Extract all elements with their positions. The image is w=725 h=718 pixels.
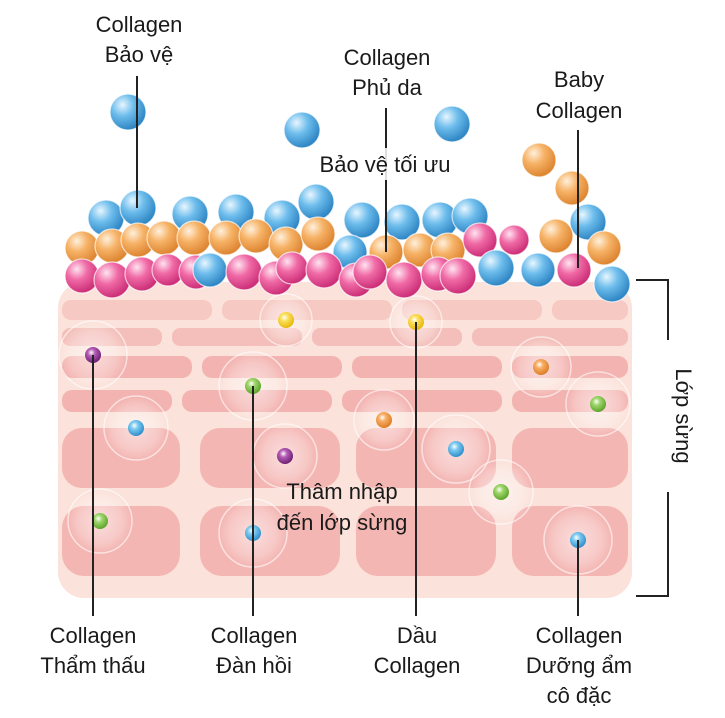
label-baby-collagen-1: Baby: [554, 67, 604, 92]
label-dau-collagen-1: Dầu: [397, 623, 437, 648]
collagen-sphere: [305, 251, 343, 289]
label-dau-collagen-2: Collagen: [374, 653, 461, 678]
label-collagen-bao-ve-2: Bảo vệ: [105, 42, 174, 67]
collagen-sphere: [556, 252, 592, 288]
collagen-sphere: [192, 252, 228, 288]
collagen-sphere: [554, 170, 590, 206]
skin-cell: [552, 300, 628, 320]
collagen-sphere: [439, 257, 477, 295]
collagen-sphere: [238, 218, 274, 254]
collagen-sphere: [300, 216, 336, 252]
label-collagen-dan-hoi-1: Collagen: [211, 623, 298, 648]
collagen-sphere: [521, 142, 557, 178]
collagen-spheres: [64, 93, 631, 303]
collagen-sphere: [352, 254, 388, 290]
labels: Collagen Bảo vệ Collagen Phủ da Bảo vệ t…: [40, 12, 696, 708]
collagen-sphere: [297, 183, 335, 221]
label-collagen-duong-am-3: cô đặc: [547, 683, 612, 708]
label-baby-collagen-2: Collagen: [536, 98, 623, 123]
collagen-particle: [376, 412, 392, 428]
label-tham-nhap-1: Thâm nhập: [286, 479, 397, 504]
label-lop-sung: Lớp sừng: [671, 368, 696, 463]
label-collagen-bao-ve-1: Collagen: [96, 12, 183, 37]
label-collagen-tham-thau-2: Thẩm thấu: [40, 653, 145, 678]
leader-lines: [92, 76, 669, 616]
collagen-sphere: [593, 265, 631, 303]
collagen-sphere: [275, 251, 309, 285]
collagen-sphere: [520, 252, 556, 288]
collagen-sphere: [477, 249, 515, 287]
label-bao-ve-toi-uu: Bảo vệ tối ưu: [320, 152, 451, 177]
label-bg-bao-ve-toi-uu: [296, 148, 474, 180]
label-collagen-duong-am-1: Collagen: [536, 623, 623, 648]
collagen-sphere: [385, 261, 423, 299]
collagen-sphere: [109, 93, 147, 131]
collagen-sphere: [383, 203, 421, 241]
collagen-sphere: [538, 218, 574, 254]
collagen-sphere: [462, 222, 498, 258]
collagen-particle: [448, 441, 464, 457]
collagen-sphere: [176, 220, 212, 256]
skin-cell: [472, 328, 628, 346]
collagen-sphere: [225, 253, 263, 291]
collagen-particle: [92, 513, 108, 529]
collagen-sphere: [343, 201, 381, 239]
label-collagen-dan-hoi-2: Đàn hồi: [216, 653, 292, 678]
collagen-sphere: [586, 230, 622, 266]
label-collagen-phu-da-2: Phủ da: [352, 75, 422, 100]
skin-cell: [356, 506, 496, 576]
skin-cell: [62, 300, 212, 320]
collagen-particle: [493, 484, 509, 500]
collagen-particle: [590, 396, 606, 412]
label-tham-nhap-2: đến lớp sừng: [277, 510, 408, 535]
bracket-lop-sung: [636, 279, 669, 340]
collagen-sphere: [433, 105, 471, 143]
skin-cell: [352, 356, 502, 378]
collagen-sphere: [498, 224, 530, 256]
collagen-particle: [278, 312, 294, 328]
collagen-particle: [277, 448, 293, 464]
collagen-sphere: [146, 220, 182, 256]
label-collagen-tham-thau-1: Collagen: [50, 623, 137, 648]
collagen-sphere: [93, 261, 131, 299]
label-collagen-phu-da-1: Collagen: [344, 45, 431, 70]
collagen-particle: [128, 420, 144, 436]
collagen-sphere: [208, 220, 244, 256]
collagen-sphere: [283, 111, 321, 149]
collagen-particle: [533, 359, 549, 375]
skin-cell: [512, 428, 628, 488]
bracket-lop-sung: [636, 492, 669, 597]
label-collagen-duong-am-2: Dưỡng ẩm: [526, 653, 632, 678]
